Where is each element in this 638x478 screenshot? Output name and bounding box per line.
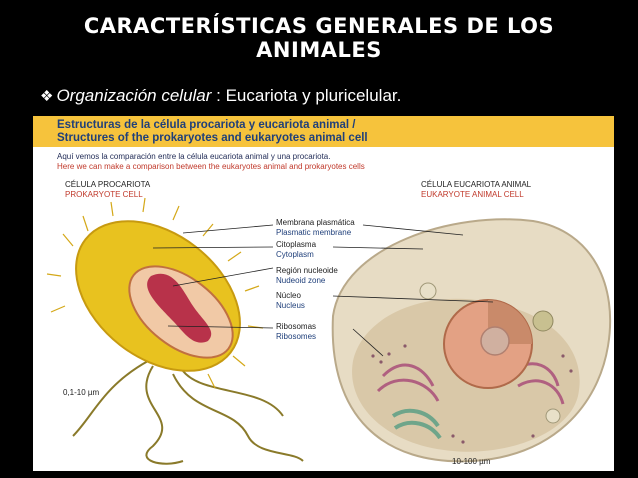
- figure-title-es: Estructuras de la célula procariota y eu…: [57, 119, 356, 131]
- cell-comparison-figure: Estructuras de la célula procariota y eu…: [33, 116, 614, 471]
- slide-title-line-1: CARACTERÍSTICAS GENERALES DE LOS: [83, 14, 555, 38]
- eukaryote-label-en: EUKARYOTE ANIMAL CELL: [421, 190, 524, 199]
- ribosome-dots: [371, 344, 573, 444]
- figure-title: Estructuras de la célula procariota y eu…: [57, 119, 368, 145]
- label-ribosomes-en: Ribosomes: [276, 331, 317, 341]
- label-plasma-membrane-en: Plasmatic membrane: [276, 227, 352, 237]
- figure-header: [33, 116, 614, 147]
- label-nucleus-es: Núcleo: [276, 291, 301, 300]
- figure-intro: Aquí vemos la comparación entre la célul…: [57, 152, 365, 172]
- label-leader-lines: [152, 224, 494, 357]
- bullet-point: ❖Organización celular : Eucariota y plur…: [40, 86, 401, 106]
- cell-illustration: [46, 197, 612, 465]
- eukaryote-label-es: CÉLULA EUCARIOTA ANIMAL: [421, 180, 532, 189]
- golgi-apparatus: [391, 408, 442, 440]
- vesicle: [419, 282, 437, 300]
- slide-title-line-2: ANIMALES: [256, 38, 382, 62]
- bullet-colon: :: [211, 86, 226, 105]
- label-nucleus: Núcleo Nucleus: [276, 291, 305, 310]
- eukaryote-scale: 10-100 µm: [452, 457, 491, 466]
- prokaryote-label: CÉLULA PROCARIOTA PROKARYOTE CELL: [65, 180, 150, 200]
- label-nucleoid-zone-en: Nudeoid zone: [276, 275, 326, 285]
- nucleolus: [480, 326, 510, 356]
- label-nucleoid-zone: Región nucleoide Nudeoid zone: [276, 266, 338, 285]
- label-nucleoid-zone-es: Región nucleoide: [276, 266, 338, 275]
- label-cytoplasm: Citoplasma Cytoplasm: [276, 240, 316, 259]
- label-nucleus-en: Nucleus: [276, 300, 305, 310]
- figure-title-en: Structures of the prokaryotes and eukary…: [57, 132, 368, 144]
- figure-intro-es: Aquí vemos la comparación entre la célul…: [57, 152, 331, 161]
- prokaryote-label-en: PROKARYOTE CELL: [65, 190, 143, 199]
- vesicle: [545, 408, 561, 424]
- label-plasma-membrane: Membrana plasmática Plasmatic membrane: [276, 218, 355, 237]
- bacterium-flagella: [72, 360, 304, 465]
- figure-intro-en: Here we can make a comparison between th…: [57, 162, 365, 171]
- label-cytoplasm-es: Citoplasma: [276, 240, 317, 249]
- label-ribosomes: Ribosomas Ribosomes: [276, 322, 316, 341]
- bullet-text: Eucariota y pluricelular.: [225, 86, 402, 105]
- slide-title: CARACTERÍSTICAS GENERALES DE LOS ANIMALE…: [0, 14, 638, 62]
- bullet-term: Organización celular: [56, 86, 212, 105]
- prokaryote-scale: 0,1-10 µm: [63, 388, 100, 397]
- label-ribosomes-es: Ribosomas: [276, 322, 317, 331]
- vesicle: [532, 310, 554, 332]
- label-plasma-membrane-es: Membrana plasmática: [276, 218, 355, 227]
- diamond-bullet-icon: ❖: [40, 88, 54, 105]
- eukaryote-label: CÉLULA EUCARIOTA ANIMAL EUKARYOTE ANIMAL…: [421, 180, 531, 200]
- label-cytoplasm-en: Cytoplasm: [276, 249, 314, 259]
- bacterium-nucleoid: [147, 273, 212, 343]
- bacterium-pili: [46, 197, 264, 389]
- prokaryote-label-es: CÉLULA PROCARIOTA: [65, 180, 151, 189]
